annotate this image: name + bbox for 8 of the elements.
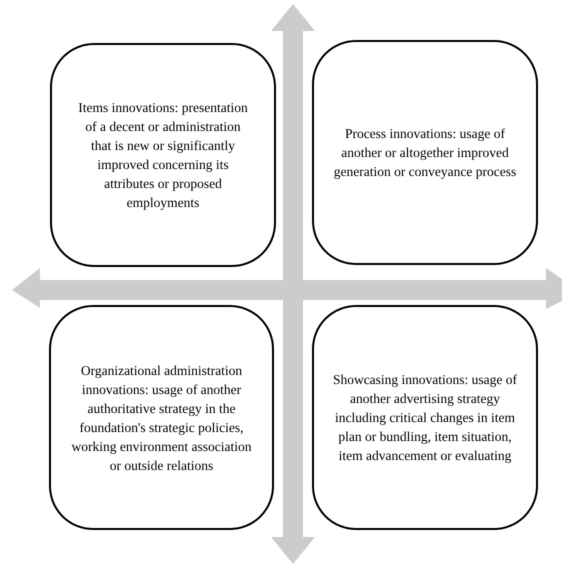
rounded-text-box: [312, 305, 538, 530]
box-text: Process innovations: usage of another or altogether improved generation or conveyance process: [332, 125, 518, 181]
rounded-text-box: [49, 305, 274, 530]
box-text: Items innovations: presentation of a decent or administration that is new or significantly improved concerning its attributes or proposed employments: [77, 99, 249, 212]
rounded-text-box: [312, 40, 538, 265]
rounded-text-box: [50, 43, 276, 267]
box-text: Showcasing innovations: usage of another advertising strategy including critical changes in item plan or bundling, item situation, item advancement or evaluating: [332, 371, 518, 465]
box-text: Organizational administration innovations: usage of another authoritative strategy in the foundation's strategic policies, working environment association or outside relations: [70, 362, 252, 474]
